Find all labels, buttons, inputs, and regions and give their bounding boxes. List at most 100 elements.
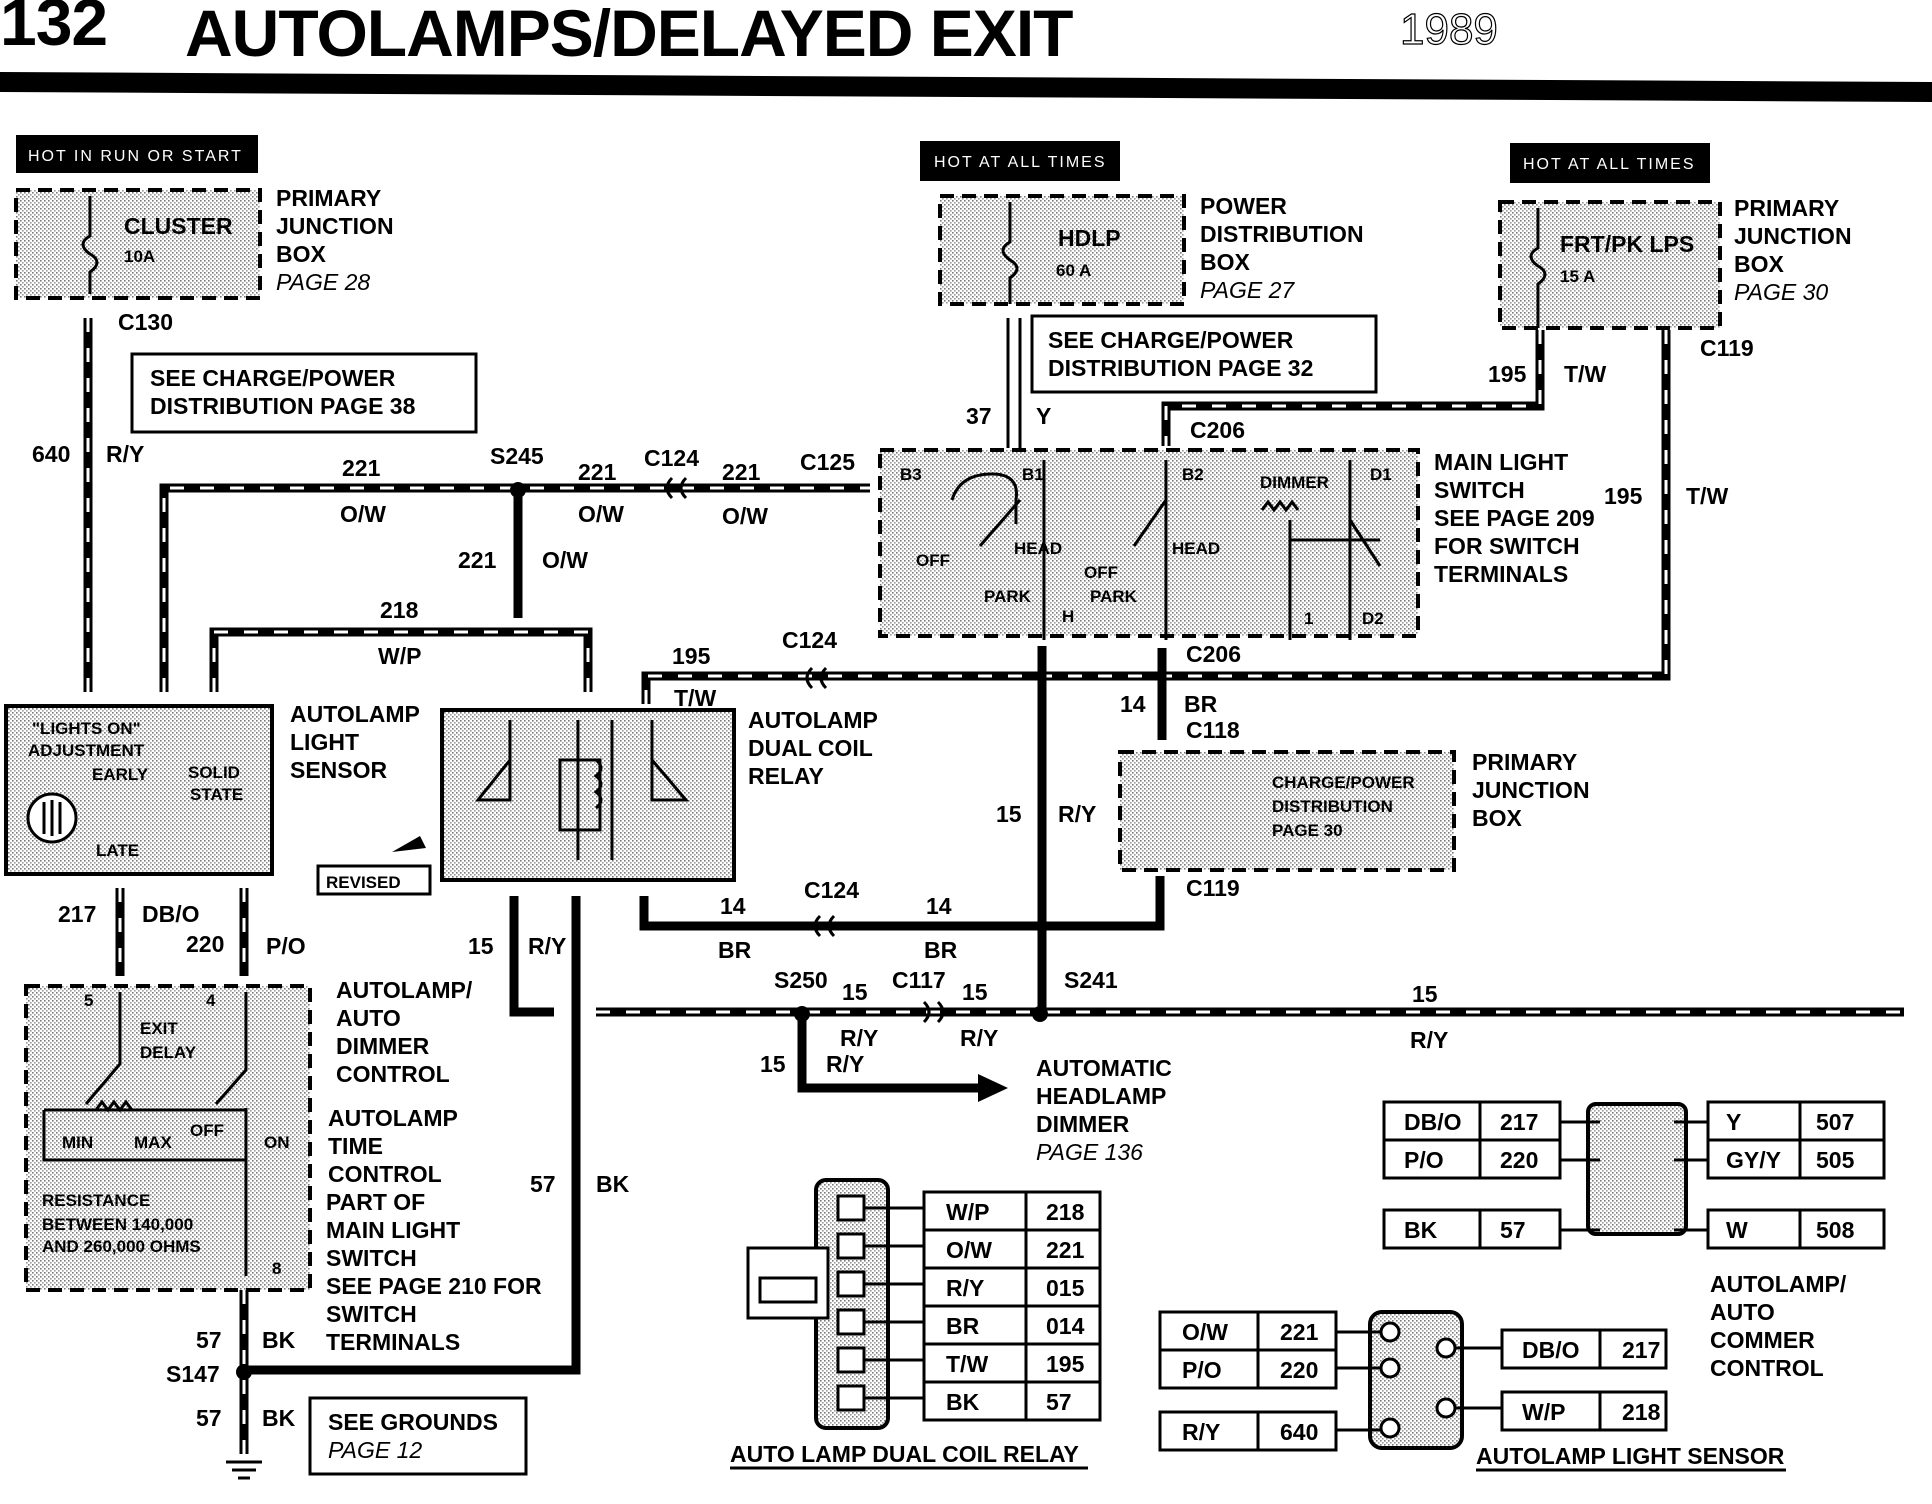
pin-color: GY/Y — [1726, 1147, 1781, 1173]
page-number: 132 — [0, 0, 107, 59]
label-57: 57 — [196, 1327, 222, 1353]
pin-circuit: 57 — [1046, 1389, 1072, 1415]
component-note: FOR SWITCH — [1434, 533, 1580, 559]
resistor-icon — [94, 1099, 134, 1113]
terminal-label: PARK — [984, 587, 1032, 606]
box-text: DISTRIBUTION — [1272, 797, 1393, 816]
pin-circuit: 218 — [1622, 1399, 1661, 1425]
connector-c124 — [665, 476, 688, 500]
label-c117: C117 — [892, 967, 946, 993]
label-tw: T/W — [1686, 483, 1728, 509]
label-ry: R/Y — [960, 1025, 998, 1051]
component-title: DIMMER — [336, 1033, 430, 1059]
pin-circuit: 507 — [1816, 1109, 1854, 1135]
label-tw: T/W — [1564, 361, 1606, 387]
dimmer-text: 5 — [84, 991, 93, 1010]
dimmer-switch-contacts — [42, 992, 248, 1276]
component-title: AUTOLAMP/ — [336, 977, 473, 1003]
dimmer-text: DELAY — [140, 1043, 197, 1062]
connector-c124-c — [813, 914, 836, 938]
terminal-label: H — [1062, 607, 1074, 626]
autolamp-light-sensor: "LIGHTS ON" ADJUSTMENT EARLY SOLID STATE… — [4, 701, 420, 876]
label-57: 57 — [530, 1171, 556, 1197]
fuse-box-name: PRIMARY — [276, 185, 381, 211]
pin-circuit: 220 — [1500, 1147, 1538, 1173]
label-s250: S250 — [774, 967, 828, 993]
label-221: 221 — [458, 547, 497, 573]
label-217: 217 — [58, 901, 96, 927]
pin-color: O/W — [946, 1237, 992, 1263]
wire-15-relay — [509, 896, 554, 1017]
component-title: DUAL COIL — [748, 735, 873, 761]
label-s147: S147 — [166, 1361, 220, 1387]
dimmer-text: MIN — [62, 1133, 93, 1152]
sensor-text: ADJUSTMENT — [28, 741, 145, 760]
label-15: 15 — [842, 979, 868, 1005]
sensor-text: STATE — [190, 785, 243, 804]
fuse-rating: 10A — [124, 247, 155, 266]
fuse-name: HDLP — [1058, 225, 1121, 251]
pin-table-sensor: O/W 221 P/O 220 R/Y 640 DB/O 217 W/P 218… — [1158, 1310, 1786, 1472]
pin-circuit: 508 — [1816, 1217, 1855, 1243]
component-title: RELAY — [748, 763, 824, 789]
page-year: 1989 — [1400, 5, 1498, 54]
component-title: MAIN LIGHT — [1434, 449, 1568, 475]
pin-table-caption: AUTO — [1710, 1299, 1775, 1325]
fuse-hdlp: HDLP 60 A POWER DISTRIBUTION BOX PAGE 27 — [938, 193, 1364, 306]
pin-color: DB/O — [1522, 1337, 1580, 1363]
label-c130: C130 — [118, 309, 173, 335]
pin-circuit: 217 — [1622, 1337, 1660, 1363]
fuse-box-name: JUNCTION — [276, 213, 394, 239]
component-page-ref: PAGE 136 — [1036, 1139, 1143, 1165]
label-ry: R/Y — [826, 1051, 864, 1077]
label-ry: R/Y — [106, 441, 144, 467]
header-rule — [0, 72, 1932, 102]
hot-label-run-start: HOT IN RUN OR START — [16, 135, 258, 173]
dimmer-text: AND 260,000 OHMS — [42, 1237, 201, 1256]
component-note: SWITCH — [326, 1301, 417, 1327]
revised-label: REVISED — [326, 873, 401, 892]
pin-table-caption: AUTOLAMP LIGHT SENSOR — [1476, 1443, 1785, 1469]
fuse-box-name: BOX — [276, 241, 327, 267]
pin-color: R/Y — [946, 1275, 984, 1301]
component-title: AUTOLAMP — [290, 701, 420, 727]
pin-color: W/P — [1522, 1399, 1565, 1425]
pin-circuit: 014 — [1046, 1313, 1085, 1339]
autolamp-dual-coil-relay: AUTOLAMP DUAL COIL RELAY REVISED — [316, 707, 878, 896]
fuse-box-name: JUNCTION — [1734, 223, 1852, 249]
component-title: TIME — [328, 1133, 383, 1159]
pin-circuit: 221 — [1046, 1237, 1085, 1263]
label-195: 195 — [1604, 483, 1643, 509]
component-title: AUTOLAMP — [748, 707, 878, 733]
label-ry: R/Y — [1410, 1027, 1448, 1053]
label-ow: O/W — [340, 501, 386, 527]
page-header: 132 AUTOLAMPS/DELAYED EXIT 1989 — [0, 0, 1932, 102]
component-note: PART OF — [326, 1189, 425, 1215]
pin-color: DB/O — [1404, 1109, 1462, 1135]
splices — [236, 476, 1048, 1380]
dimmer-text: ON — [264, 1133, 290, 1152]
sensor-text: SOLID — [188, 763, 240, 782]
fuse-page-ref: PAGE 28 — [276, 269, 370, 295]
component-title: SENSOR — [290, 757, 388, 783]
wire-37 — [1006, 318, 1022, 448]
dimmer-text: EXIT — [140, 1019, 178, 1038]
pin-circuit: 221 — [1280, 1319, 1319, 1345]
connector-c117 — [922, 1000, 945, 1024]
terminal-label: DIMMER — [1260, 473, 1329, 492]
pin-color: BK — [946, 1389, 980, 1415]
revised-arrow-icon — [392, 836, 426, 852]
dimmer-text: OFF — [190, 1121, 224, 1140]
terminal-label: HEAD — [1014, 539, 1062, 558]
dimmer-text: RESISTANCE — [42, 1191, 150, 1210]
component-title: BOX — [1472, 805, 1523, 831]
pin-table-caption: CONTROL — [1710, 1355, 1824, 1381]
fuse-box-name: DISTRIBUTION — [1200, 221, 1364, 247]
label-c118: C118 — [1186, 717, 1240, 743]
terminal-label: B1 — [1022, 465, 1044, 484]
label-14: 14 — [1120, 691, 1146, 717]
pin-color: W — [1726, 1217, 1748, 1243]
label-221: 221 — [342, 455, 381, 481]
pin-color: O/W — [1182, 1319, 1228, 1345]
splice-s250 — [794, 1006, 810, 1022]
